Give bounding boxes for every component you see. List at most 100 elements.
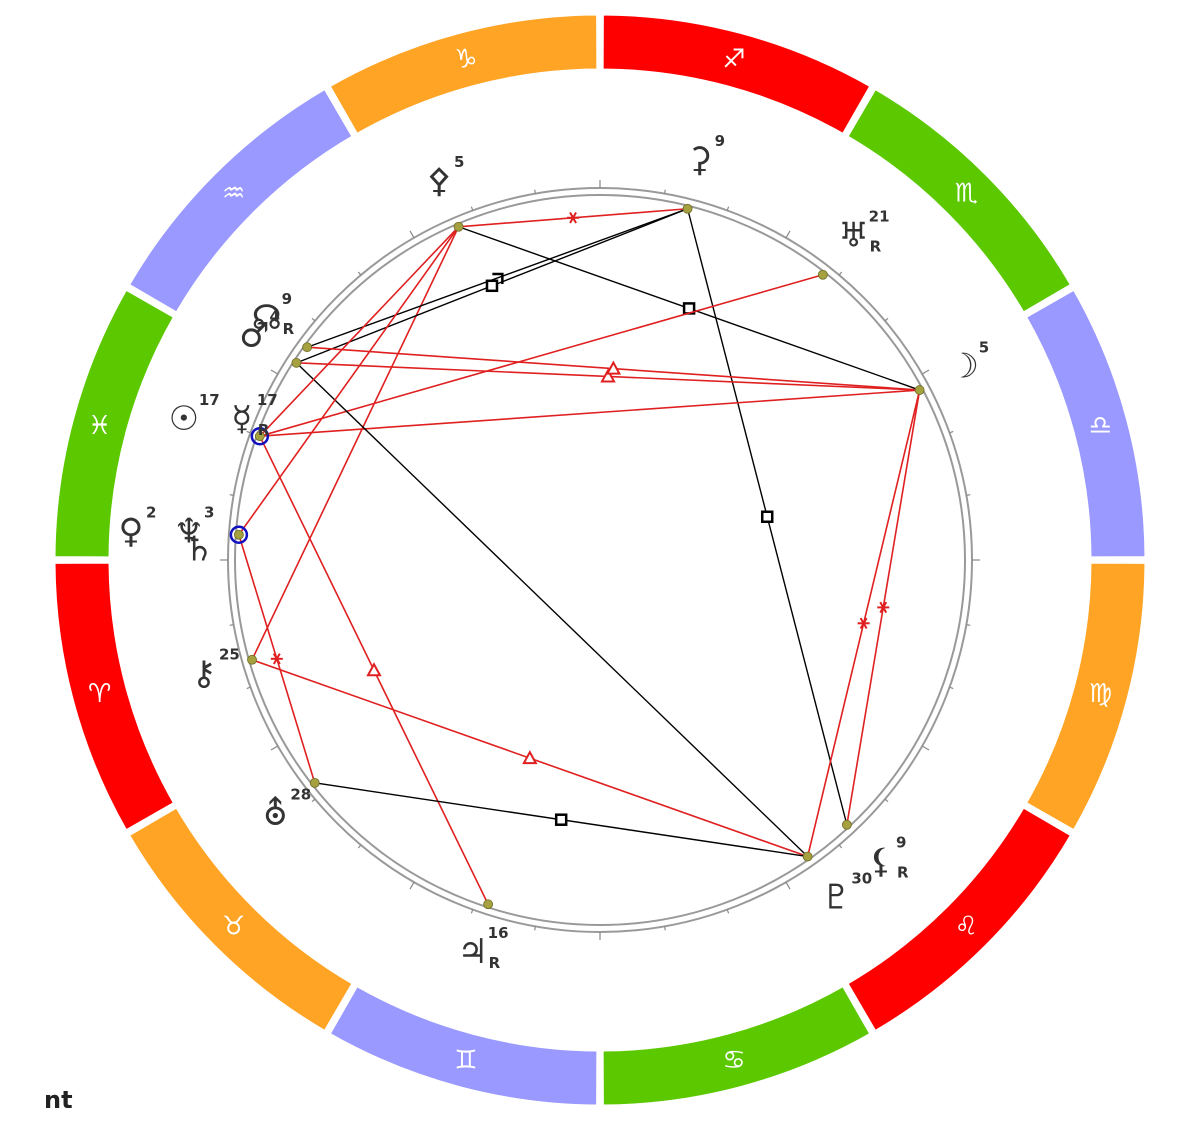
node-icon: ☊ [252, 298, 282, 338]
node-degree: 9 [282, 290, 292, 308]
degree-tick [966, 624, 971, 626]
lilith-retrograde: R [897, 863, 909, 881]
degree-tick [357, 271, 362, 276]
body-dots [229, 203, 925, 910]
footer-label: nt [44, 1086, 73, 1114]
leo-icon: ♌ [955, 911, 978, 941]
chiron-icon: ⚷ [192, 654, 217, 694]
sign-segment-capricorn [327, 12, 600, 137]
degree-tick [664, 926, 666, 931]
body-label-chiron: ⚷25 [192, 646, 240, 694]
degree-tick [311, 317, 316, 322]
sun-icon: ☉ [169, 399, 199, 439]
mars-degree: 4 [269, 308, 279, 326]
aries-icon: ♈ [88, 679, 111, 709]
pluto-icon: ♇ [821, 877, 851, 917]
sagittarius-icon: ♐ [722, 45, 745, 75]
moon-degree: 5 [979, 339, 989, 357]
degree-tick [921, 745, 930, 751]
aspect-square-marker [554, 813, 568, 826]
uranus-alt-retrograde: R [870, 237, 882, 255]
conjunction-ring [250, 426, 270, 446]
degree-tick [470, 206, 474, 211]
aspect-line-moon-mercury [259, 389, 920, 437]
aspect-lines [238, 207, 921, 905]
body-label-neptune: ♆3 [174, 503, 215, 551]
moon-icon: ☽ [949, 347, 979, 387]
degree-tick [409, 230, 415, 239]
body-label-venus: ♀2 [119, 503, 157, 551]
body-dot-pluto [802, 851, 813, 862]
neptune-degree: 3 [204, 503, 214, 521]
body-dot-sun [254, 431, 265, 442]
degree-tick [884, 317, 889, 322]
node-retrograde: R [283, 320, 295, 338]
cancer-icon: ♋ [722, 1045, 745, 1075]
body-dot-mars [291, 357, 302, 368]
mercury-icon: ☿ [231, 399, 252, 439]
body-label-mercury: ☿17R [231, 391, 277, 439]
degree-tick [949, 430, 954, 434]
sign-segment-scorpio [844, 86, 1074, 316]
aspect-sextile-marker [879, 601, 888, 614]
body-label-proserpina: ⚴5 [427, 153, 465, 201]
inner-ring-outer [227, 187, 973, 933]
degree-tick [838, 844, 843, 849]
proserpina-icon: ⚴ [427, 161, 452, 201]
pisces-icon: ♓ [88, 411, 111, 441]
pluto-degree: 30 [851, 869, 872, 887]
degree-tick [270, 369, 279, 375]
chiron-degree: 25 [219, 646, 240, 664]
body-dot-moon [914, 385, 925, 395]
proserpina-degree: 5 [454, 153, 464, 171]
virgo-icon: ♍ [1089, 679, 1112, 709]
sign-segment-taurus [126, 804, 356, 1034]
degree-tick [884, 798, 889, 803]
degree-tick [229, 494, 234, 496]
aspect-square-marker [760, 510, 774, 524]
aspect-square-marker [485, 279, 499, 293]
uranus-alt-icon: ♅ [838, 215, 868, 255]
aspect-line-proserpina-chiron [251, 226, 460, 661]
body-label-sun: ☉17 [169, 391, 220, 439]
sign-segment-cancer [600, 983, 873, 1108]
degree-tick [534, 189, 536, 194]
body-dot-jupiter [483, 899, 494, 910]
aspect-sextile-marker [272, 653, 281, 665]
degree-tick [838, 271, 843, 276]
degree-tick [246, 686, 251, 690]
degree-tick [785, 230, 791, 239]
neptune-icon: ♆ [174, 511, 204, 551]
venus-icon: ♀ [119, 511, 144, 551]
degree-tick [726, 206, 730, 211]
mercury-retrograde: R [258, 421, 270, 439]
body-label-uranus-alt: ♅21R [838, 207, 889, 255]
sign-segment-leo [844, 804, 1074, 1034]
aspect-line-uranus-alt-mercury [259, 273, 824, 437]
body-label-lilith: ⚸9R [869, 833, 909, 881]
zodiac-ring: ♐♏♎♍♌♋♊♉♈♓♒♑ [52, 12, 1148, 1108]
body-label-moon: ☽5 [949, 339, 990, 387]
uranus-icon: ⛢ [263, 794, 288, 834]
aspect-trine-marker [366, 662, 382, 677]
body-label-mars: ♂4 [239, 308, 280, 356]
uranus-degree: 28 [290, 786, 311, 804]
aspect-sextile-marker [569, 212, 577, 224]
jupiter-icon: ♃ [457, 932, 487, 972]
aquarius-icon: ♒ [222, 179, 245, 209]
degree-tick [229, 624, 234, 626]
body-label-uranus: ⛢28 [263, 786, 311, 834]
lilith-degree: 9 [896, 833, 906, 851]
degree-tick [409, 881, 415, 890]
scorpio-icon: ♏ [955, 179, 978, 209]
mars-icon: ♂ [239, 316, 269, 356]
aspect-line-ceres-node [306, 208, 688, 348]
degree-tick [949, 686, 954, 690]
body-label-ceres: ⚳9 [687, 132, 725, 180]
body-dot-chiron [247, 654, 257, 665]
degree-tick [270, 745, 279, 751]
saturn-icon: ♄ [184, 529, 214, 569]
body-dot-ceres [682, 203, 693, 214]
body-labels: ⚳9♅21R☽5⚸9R♇30♃16R⛢28⚷25♀2♆3♄☉17☿17R♂4☊9… [119, 132, 990, 972]
body-label-pluto: ♇30 [821, 869, 872, 917]
